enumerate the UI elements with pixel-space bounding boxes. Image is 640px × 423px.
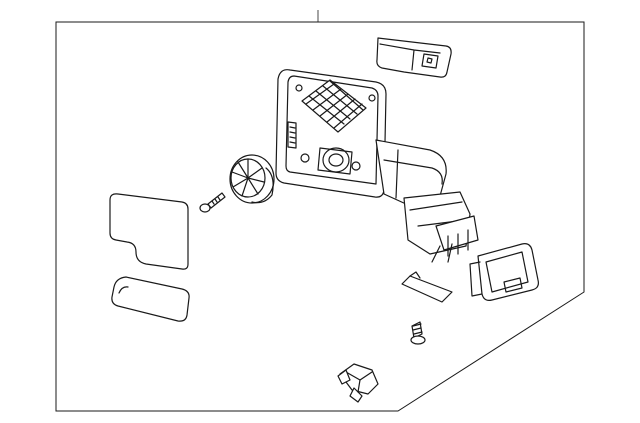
harness-plug[interactable]: [337, 363, 379, 403]
screw[interactable]: [199, 192, 226, 213]
bracket-clip[interactable]: [376, 37, 452, 78]
cover-pad[interactable]: [401, 271, 453, 303]
lower-mirror-glass[interactable]: [111, 276, 190, 322]
bolt[interactable]: [410, 321, 426, 345]
connector[interactable]: [469, 243, 539, 301]
diagram-panel: [55, 21, 585, 412]
mirror-assembly[interactable]: [275, 69, 479, 263]
motor-gear[interactable]: [229, 154, 275, 204]
mirror-glass[interactable]: [109, 193, 189, 270]
